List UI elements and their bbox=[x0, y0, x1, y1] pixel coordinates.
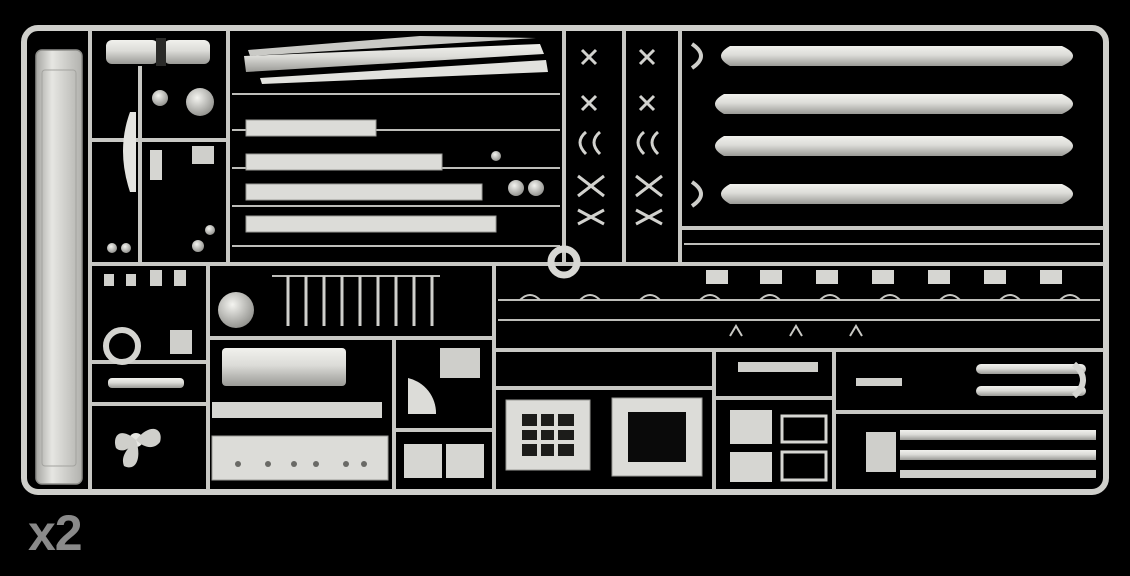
rail-parts bbox=[856, 361, 1096, 478]
torpedo-fittings bbox=[706, 270, 1062, 284]
quantity-label: x2 bbox=[28, 505, 83, 561]
sprue-frame bbox=[21, 25, 1109, 495]
flat-strips bbox=[245, 119, 497, 233]
torpedo-bodies bbox=[690, 42, 1073, 208]
small-fittings-left bbox=[104, 88, 215, 286]
small-panels bbox=[730, 362, 828, 482]
quarter-plate bbox=[404, 348, 484, 478]
cylinder-parts bbox=[106, 38, 210, 66]
hatch-frames bbox=[505, 397, 703, 477]
arch-connectors bbox=[519, 294, 1081, 337]
tall-hull-plate bbox=[35, 49, 83, 485]
runner-grid bbox=[88, 30, 1104, 490]
dome-and-wheel bbox=[103, 292, 254, 388]
cross-brackets bbox=[577, 48, 663, 226]
tapered-rods bbox=[244, 36, 548, 84]
small-domes bbox=[491, 151, 544, 196]
ring-part bbox=[547, 245, 581, 279]
propeller bbox=[114, 428, 161, 468]
large-cylinder bbox=[211, 348, 389, 481]
vertical-pins bbox=[286, 276, 434, 326]
